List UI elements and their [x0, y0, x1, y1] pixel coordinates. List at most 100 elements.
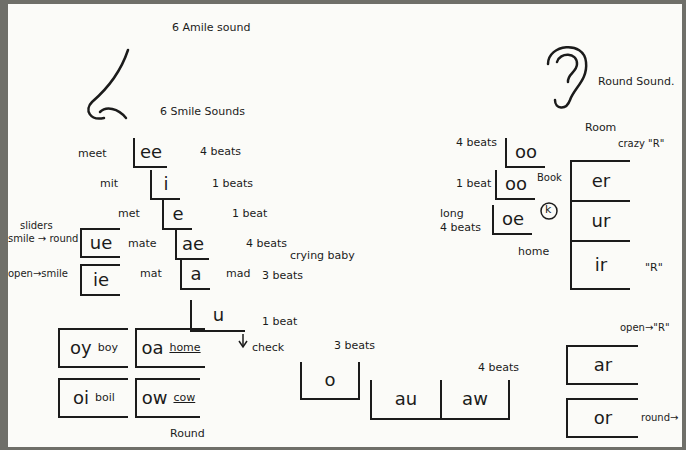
note-text: Book: [537, 172, 562, 183]
note-label: 4 beats: [440, 222, 481, 234]
note-text: mate: [128, 237, 157, 250]
note-label: mate: [128, 238, 157, 250]
vowel-spelling: o: [324, 370, 335, 390]
vowel-spelling: oa: [141, 338, 163, 358]
example-word: home: [169, 342, 200, 354]
note-label: k: [545, 204, 551, 216]
sound-box: ur: [570, 200, 630, 240]
note-label: crying baby: [290, 250, 355, 262]
note-label: long: [440, 208, 464, 220]
vowel-spelling: ie: [93, 270, 109, 290]
note-text: mad: [226, 267, 250, 280]
note-label: 4 beats: [200, 146, 241, 158]
vowel-spelling: ee: [140, 142, 162, 162]
note-label: 4 beats: [246, 238, 287, 250]
vowel-spelling: oe: [502, 209, 524, 229]
note-label: 1 beat: [456, 178, 491, 190]
note-text: 1 beats: [212, 177, 253, 190]
note-text: home: [518, 245, 549, 258]
sound-box: au: [370, 380, 440, 420]
note-label: 1 beat: [232, 208, 267, 220]
nose-drawing: [100, 109, 126, 118]
note-text: 6 Amile sound: [172, 21, 251, 34]
sound-box: ar: [566, 345, 638, 385]
note-label: Book: [537, 172, 562, 183]
note-text: open→"R": [620, 322, 669, 333]
note-label: mat: [140, 268, 162, 280]
vowel-spelling: ar: [594, 355, 612, 375]
note-text: 1 beat: [262, 315, 297, 328]
vowel-spelling: ur: [592, 211, 611, 231]
sound-box: ir: [570, 240, 630, 290]
vowel-spelling: ow: [142, 388, 168, 408]
sound-box: oahome: [135, 328, 205, 368]
note-text: k: [545, 203, 551, 216]
note-label: meet: [78, 148, 107, 160]
note-text: 4 beats: [456, 136, 497, 149]
note-text: crying baby: [290, 249, 355, 262]
vowel-spelling: er: [592, 171, 610, 191]
sound-box: i: [150, 170, 180, 200]
note-label: sliders: [20, 220, 53, 231]
sound-box: ue: [80, 228, 120, 258]
sound-box: er: [570, 160, 630, 200]
paper-sheet: [8, 4, 682, 447]
note-text: Round: [170, 427, 205, 440]
vowel-spelling: e: [172, 204, 183, 224]
note-text: long: [440, 207, 464, 220]
note-text: met: [118, 207, 140, 220]
note-label: crazy "R": [618, 138, 664, 149]
vowel-spelling: ae: [182, 234, 204, 254]
note-label: 6 Smile Sounds: [160, 106, 245, 118]
vowel-spelling: u: [213, 305, 224, 325]
vowel-spelling: ue: [90, 233, 112, 253]
arrow-head: [239, 341, 247, 347]
note-label: Room: [585, 122, 616, 134]
note-text: round→: [641, 412, 678, 423]
vowel-spelling: au: [395, 389, 417, 409]
sound-box: oo: [505, 138, 545, 168]
example-word: cow: [173, 392, 195, 404]
sound-box: oe: [492, 205, 532, 235]
vowel-spelling: oy: [70, 338, 92, 358]
note-label: 1 beat: [262, 316, 297, 328]
note-label: round→: [641, 412, 678, 423]
note-text: mit: [100, 177, 118, 190]
note-text: 1 beat: [232, 207, 267, 220]
vowel-spelling: oo: [505, 174, 527, 194]
sound-box: or: [566, 398, 638, 438]
note-text: smile → round: [8, 233, 78, 244]
note-text: Round Sound.: [598, 75, 674, 88]
note-text: mat: [140, 267, 162, 280]
note-label: smile → round: [8, 233, 78, 244]
note-label: 4 beats: [478, 362, 519, 374]
note-text: check: [252, 341, 284, 354]
vowel-spelling: or: [594, 408, 612, 428]
vowel-spelling: aw: [462, 389, 488, 409]
ear-drawing: [548, 47, 586, 107]
sound-box: oo: [495, 170, 535, 200]
note-label: "R": [645, 262, 663, 274]
vowel-spelling: oo: [515, 142, 537, 162]
vowel-spelling: i: [163, 174, 168, 194]
note-label: 4 beats: [456, 137, 497, 149]
vowel-spelling: ir: [595, 255, 607, 275]
sound-box: a: [180, 260, 210, 290]
note-label: Round: [170, 428, 205, 440]
note-text: open→smile: [8, 268, 68, 279]
note-text: 4 beats: [440, 221, 481, 234]
note-text: 4 beats: [246, 237, 287, 250]
note-label: mit: [100, 178, 118, 190]
nose-drawing: [88, 50, 128, 119]
sound-box: owcow: [135, 378, 200, 418]
note-text: meet: [78, 147, 107, 160]
note-text: sliders: [20, 220, 53, 231]
sound-box: o: [300, 362, 360, 400]
sound-box: oyboy: [58, 328, 128, 368]
sound-box: ee: [133, 138, 167, 168]
note-text: 3 beats: [334, 339, 375, 352]
note-label: 6 Amile sound: [172, 22, 251, 34]
note-text: 1 beat: [456, 177, 491, 190]
note-label: 3 beats: [262, 270, 303, 282]
note-text: Room: [585, 121, 616, 134]
